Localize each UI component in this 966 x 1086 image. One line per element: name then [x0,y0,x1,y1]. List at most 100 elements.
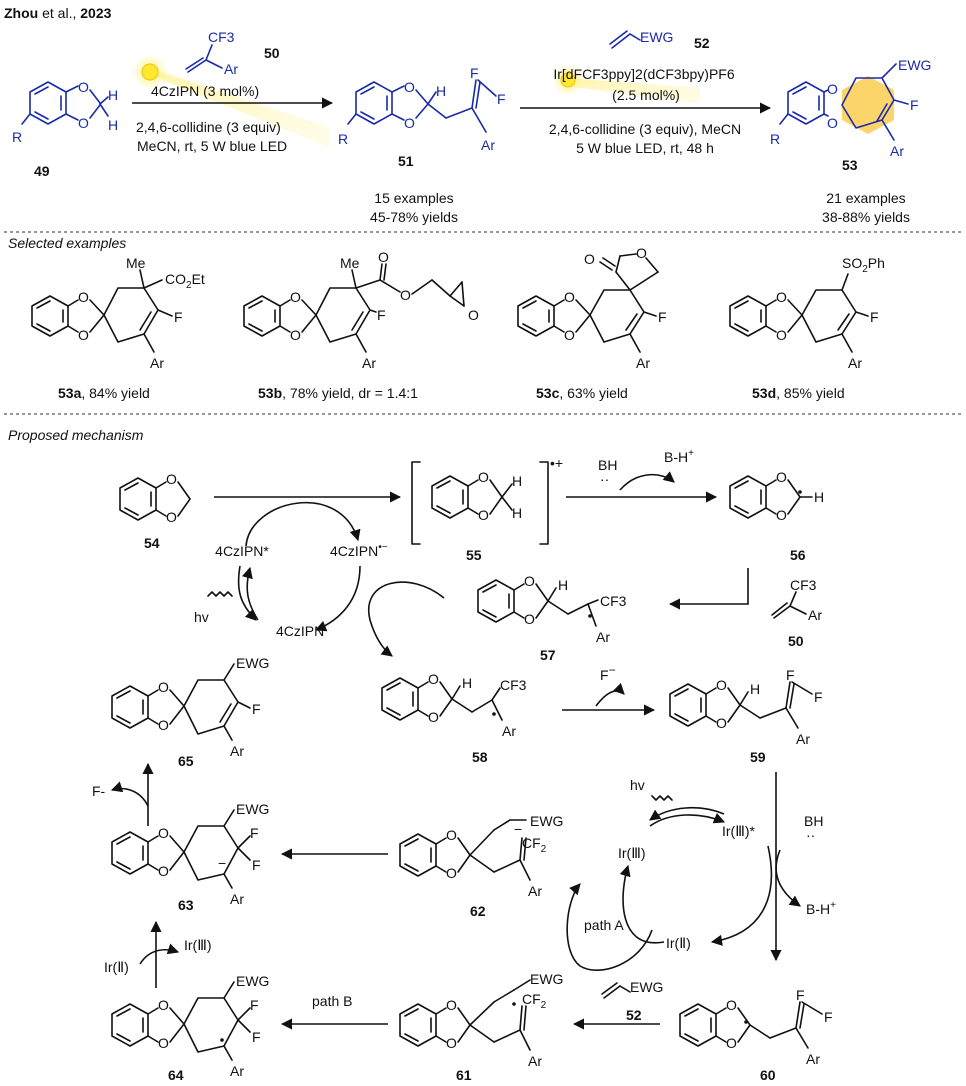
compound-53d: O O SO2Ph F Ar [729,255,885,371]
svg-text:F: F [497,91,506,107]
svg-text:O: O [776,289,787,305]
svg-text:O: O [524,611,535,627]
step1-catalyst: 4CzIPN (3 mol%) [151,83,259,99]
compound-63: O O EWG F F − Ar [111,801,269,907]
czipn-radical-anion: 4CzIPN•− [330,542,388,559]
arrow-56-to-57 [668,568,749,610]
svg-text:F: F [250,997,259,1013]
hv-label-2: hv [630,777,645,793]
svg-text:Ar: Ar [362,355,376,371]
svg-text:EWG: EWG [630,979,663,995]
svg-text:−: − [218,855,226,871]
svg-text:EWG: EWG [236,973,269,989]
compound-55: •+ O O H H [411,455,563,545]
label-61: 61 [456,1067,472,1083]
svg-text:EWG: EWG [530,971,563,987]
svg-text:F: F [814,689,823,705]
czipn-excited: 4CzIPN* [215,543,269,559]
svg-text:H: H [750,681,760,697]
svg-text:H: H [512,505,522,521]
svg-text:F: F [174,309,183,325]
base-bh-1: BH [598,457,617,473]
label-49: 49 [34,163,50,179]
hv-squiggle-1 [207,591,233,597]
step2-examples: 21 examples [826,190,905,206]
label-65: 65 [178,753,194,769]
citation: Zhou et al., 2023 [4,5,112,21]
arrow-bh-protonation-1 [619,471,675,491]
caption-53c: 53c, 63% yield [536,385,628,401]
compound-65: O O EWG F Ar [111,655,269,759]
svg-text:EWG: EWG [898,57,931,73]
svg-text:EWG: EWG [236,801,269,817]
arrow-ir-excite [649,812,726,827]
compound-58: O O H CF3 Ar [381,671,527,739]
svg-text:Ar: Ar [224,61,238,77]
svg-text:Ar: Ar [230,743,244,759]
step1-conditions: MeCN, rt, 5 W blue LED [137,138,287,154]
compound-49: O O H H R [12,79,118,145]
svg-text:O: O [776,327,787,343]
svg-text:CF2: CF2 [522,991,547,1011]
svg-text:Ar: Ar [230,1063,244,1079]
ir2-b: Ir(Ⅱ) [104,959,129,975]
label-54: 54 [144,535,160,551]
fluoride-1: F− [600,663,616,683]
compound-62: O O EWG CF2 − Ar [399,813,563,899]
svg-text:−: − [514,821,522,837]
bh-plus-2: B-H+ [806,900,836,917]
compound-51: O O H F F Ar R [338,65,506,153]
svg-text:•+: •+ [550,455,563,471]
path-b-label: path B [312,993,352,1009]
svg-text:O: O [404,79,415,95]
svg-text:SO2Ph: SO2Ph [842,255,885,275]
svg-text:H: H [462,675,472,691]
svg-text:H: H [512,473,522,489]
svg-text:H: H [814,489,824,505]
svg-text:CF3: CF3 [500,677,527,693]
svg-text:F: F [786,667,795,683]
svg-text:O: O [776,469,787,485]
svg-text:R: R [338,131,348,147]
svg-text:F: F [470,65,479,81]
label-59: 59 [750,749,766,765]
svg-text:Ar: Ar [806,1051,820,1067]
svg-text:Ar: Ar [596,629,610,645]
svg-text:O: O [716,677,727,693]
svg-text:F: F [252,857,261,873]
ir3-excited: Ir(Ⅲ)* [722,823,756,839]
svg-text:CF3: CF3 [600,593,627,609]
arrow-fluoride-loss-1 [595,682,625,707]
svg-text:Ar: Ar [808,607,822,623]
label-50-mech: 50 [788,633,804,649]
arrow-cz-set [245,501,361,547]
svg-text:O: O [478,507,489,523]
fluoride-2: F- [92,783,106,799]
svg-text:Me: Me [340,255,360,271]
svg-text:O: O [166,471,177,487]
svg-text:F: F [252,1029,261,1045]
svg-text:O: O [378,249,389,265]
arrow-path-a [566,883,653,971]
svg-text:H: H [108,87,118,103]
compound-56: O O H [729,469,824,523]
svg-text:R: R [770,131,780,147]
compound-57: O O H CF3 Ar [477,573,627,645]
label-53: 53 [842,157,858,173]
svg-text:O: O [158,1035,169,1051]
svg-text:Ar: Ar [528,883,542,899]
step2-conditions: 5 W blue LED, rt, 48 h [576,140,714,156]
svg-text:O: O [290,327,301,343]
svg-text:O: O [158,717,169,733]
caption-53d: 53d, 85% yield [752,385,845,401]
arrow-cz-relax [237,565,257,621]
svg-text:F: F [796,987,805,1003]
svg-text:O: O [446,865,457,881]
svg-text:H: H [108,117,118,133]
light-source-2 [552,64,700,104]
svg-text:Ar: Ar [150,355,164,371]
svg-text:O: O [78,289,89,305]
svg-text:F: F [658,309,667,325]
svg-text:R: R [12,129,22,145]
compound-64: O O EWG F F Ar [111,973,269,1079]
